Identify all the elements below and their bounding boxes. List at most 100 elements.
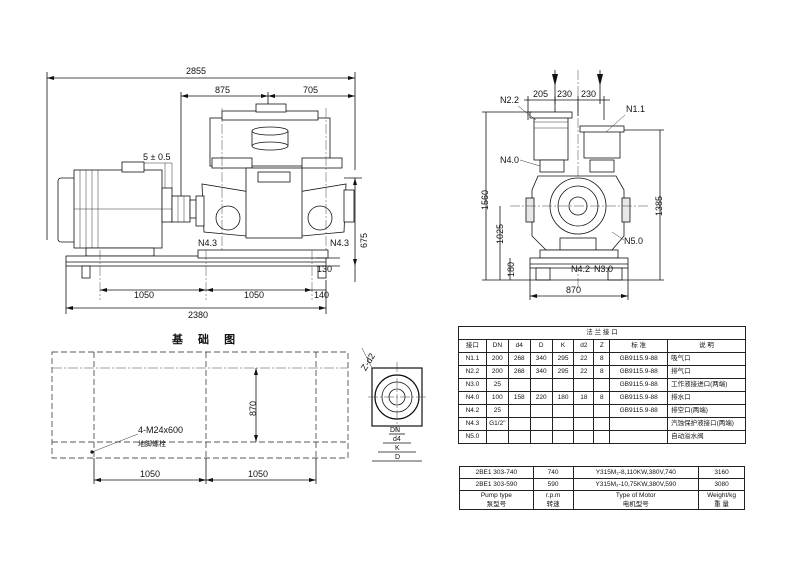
flange-cell: 自动溢水阀 [667,430,746,444]
dim-right-upper: 705 [303,85,318,95]
foundation-depth: 870 [248,401,258,416]
dim-top-b: 230 [557,89,572,99]
flange-cell [551,378,575,392]
flange-cell: 25 [485,404,509,418]
port-label-n43-left: N4.3 [198,238,217,248]
flange-cell: G1/2" [485,417,509,431]
flange-cell: 340 [529,352,553,366]
flange-header-cell: 标 准 [609,339,669,353]
flange-cell [507,430,531,444]
flange-cell [529,378,553,392]
flange-cell: GB9115.9-88 [609,391,669,405]
flange-cell [593,404,611,418]
flange-cell: 200 [485,365,509,379]
flange-cell [609,417,669,431]
flange-dn: DN [390,427,400,434]
flange-cell: 295 [551,365,575,379]
flange-cell: 8 [593,352,611,366]
motor-header-en: r.p.m [545,492,561,499]
flange-cell: GB9115.9-88 [609,404,669,418]
flange-cell: N1.1 [458,352,487,366]
dim-height: 675 [359,233,369,248]
flange-holes: Z-d2 [359,351,377,372]
flange-cell [609,430,669,444]
flange-cell [573,378,595,392]
dim-bottom-right: 140 [314,290,329,300]
motor-header-cell: r.p.m 转速 [532,490,574,510]
flange-cell: 295 [551,352,575,366]
flange-cell: 340 [529,365,553,379]
flange-d: D [395,454,400,461]
flange-cell: N3.0 [458,378,487,392]
port-label-n43-right: N4.3 [330,238,349,248]
flange-cell: GB9115.9-88 [609,365,669,379]
dim-base-height: 130 [317,264,332,274]
motor-header-cn: 泵型号 [486,501,507,508]
flange-cell: 排水口 [667,391,746,405]
dim-width: 870 [566,285,581,295]
motor-header-en: Type of Motor [615,492,656,499]
flange-header-cell: d4 [507,339,531,353]
foundation-title: 基 础 图 [171,332,241,346]
front-view: 2855 875 705 5 ± 0.5 [46,66,369,320]
flange-cell: 268 [507,365,531,379]
flange-cell: 18 [573,391,595,405]
flange-cell [507,404,531,418]
flange-cell: 汽蚀保护液接口(两端) [667,417,746,431]
flange-header-cell: 接口 [458,339,487,353]
flange-cell: GB9115.9-88 [609,378,669,392]
flange-cell: 268 [507,352,531,366]
motor-cell: 3160 [698,466,745,479]
flange-header-cell: 说 明 [667,339,746,353]
flange-cell: N2.2 [458,365,487,379]
flange-cell: 工作液接进口(两端) [667,378,746,392]
flange-cell: 200 [485,352,509,366]
flange-cell [529,430,553,444]
side-view: 205 230 230 N2.2 N1.1 N4.0 N5.0 [480,70,664,300]
flange-cell: N4.3 [458,417,487,431]
flange-cell: 180 [551,391,575,405]
flange-cell: 100 [485,391,509,405]
flange-cell: 158 [507,391,531,405]
bolt-spec: 4-M24x600 [138,425,183,435]
flange-table-title: 法 兰 接 口 [458,326,746,340]
flange-header-cell: D [529,339,553,353]
flange-cell: 8 [593,365,611,379]
foundation-right: 1050 [248,469,268,479]
flange-k: K [395,445,400,452]
motor-header-cn: 重 量 [714,501,729,508]
dim-top-height: 1385 [654,196,664,216]
flange-cell [551,430,575,444]
flange-cell [551,417,575,431]
flange-cell: 22 [573,352,595,366]
flange-cell: N5.0 [458,430,487,444]
flange-header-cell: d2 [573,339,595,353]
foundation-plan: 基 础 图 870 4-M24x600 地脚螺栓 1050 1050 [51,332,349,484]
port-label-n42: N4.2 [571,264,590,274]
motor-header-cn: 电机型号 [622,501,649,508]
bolt-name: 地脚螺栓 [138,439,166,448]
motor-cell: 590 [532,478,574,491]
dim-bottom-mid: 1050 [244,290,264,300]
dim-coupling-gap: 5 ± 0.5 [143,152,170,162]
flange-cell [507,378,531,392]
port-label-n50: N5.0 [624,236,643,246]
port-label-n30: N3.0 [594,264,613,274]
dim-base-length: 2380 [188,310,208,320]
flange-row: N5.0 自动溢水阀 [458,430,746,444]
motor-cell: Y315M₂-10,75KW,380V,590 [572,478,700,491]
port-label-n40: N4.0 [500,155,519,165]
flange-cell: 22 [573,365,595,379]
motor-header-cn: 转速 [546,501,560,508]
flange-cell [529,404,553,418]
dim-bottom-left: 1050 [134,290,154,300]
flange-cell [551,404,575,418]
